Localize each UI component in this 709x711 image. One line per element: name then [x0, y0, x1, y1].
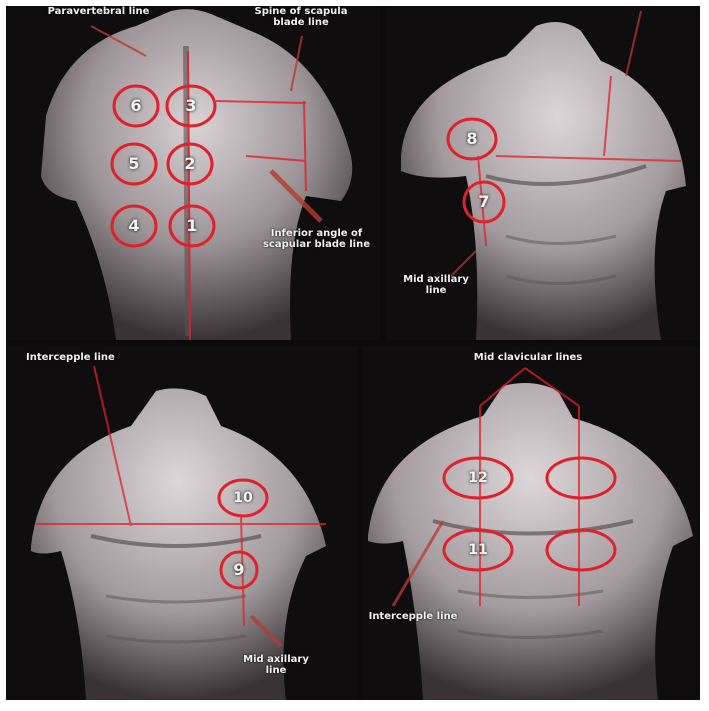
front-right-markers — [363, 346, 700, 700]
label-mid-axillary-front: Mid axillary line — [236, 654, 316, 676]
chest-vertical-line — [604, 76, 611, 156]
label-mid-clavicular: Mid clavicular lines — [453, 352, 603, 363]
label-inferior-angle: Inferior angle of scapular blade line — [254, 228, 379, 250]
site-number-4: 4 — [119, 218, 149, 234]
scapula-vertical-line — [304, 101, 306, 191]
site-number-5: 5 — [119, 156, 149, 172]
site-number-1: 1 — [177, 218, 207, 234]
panel-back-view: Paravertebral line Spine of scapula blad… — [6, 6, 380, 340]
site-number-6: 6 — [121, 98, 151, 114]
front-left-markers — [6, 346, 357, 700]
paravertebral-line — [188, 51, 190, 340]
back-markers — [6, 6, 380, 340]
intercepple-line — [94, 366, 131, 526]
upper-pointer — [626, 11, 641, 76]
label-mid-axillary: Mid axillary line — [396, 274, 476, 296]
site-number-3: 3 — [176, 98, 206, 114]
site-number-10: 10 — [226, 490, 260, 506]
axillary-pointer — [451, 251, 476, 276]
site-number-7: 7 — [469, 194, 499, 210]
site-number-11: 11 — [459, 542, 497, 558]
scapula-pointer — [291, 36, 302, 91]
clavicular-apex-right — [525, 368, 579, 406]
paravertebral-pointer — [91, 26, 146, 56]
panel-front-right-view: Mid clavicular lines Intercepple line 12… — [363, 346, 700, 700]
panel-front-left-view: Intercepple line Mid axillary line 10 9 — [6, 346, 357, 700]
intercepple-pointer — [393, 521, 443, 606]
label-scapula-blade: Spine of scapula blade line — [231, 6, 371, 28]
label-intercepple-right: Intercepple line — [363, 611, 473, 622]
site-number-12: 12 — [459, 470, 497, 486]
axillary-pointer — [251, 616, 281, 646]
site-number-8: 8 — [457, 131, 487, 147]
chest-horizontal-line — [496, 156, 681, 161]
site-12-right-ring — [547, 458, 615, 498]
inferior-pointer — [271, 171, 321, 221]
site-number-9: 9 — [224, 562, 254, 578]
clavicular-apex-left — [480, 368, 525, 406]
diagram-frame: Paravertebral line Spine of scapula blad… — [6, 6, 700, 700]
site-number-2: 2 — [175, 156, 205, 172]
site-11-right-ring — [547, 530, 615, 570]
label-paravertebral: Paravertebral line — [36, 6, 161, 17]
scapula-blade-line — [216, 101, 306, 103]
inferior-angle-line — [246, 156, 306, 161]
panel-lateral-upper-view: Mid axillary line 8 7 — [386, 6, 700, 340]
label-intercepple: Intercepple line — [26, 352, 136, 363]
